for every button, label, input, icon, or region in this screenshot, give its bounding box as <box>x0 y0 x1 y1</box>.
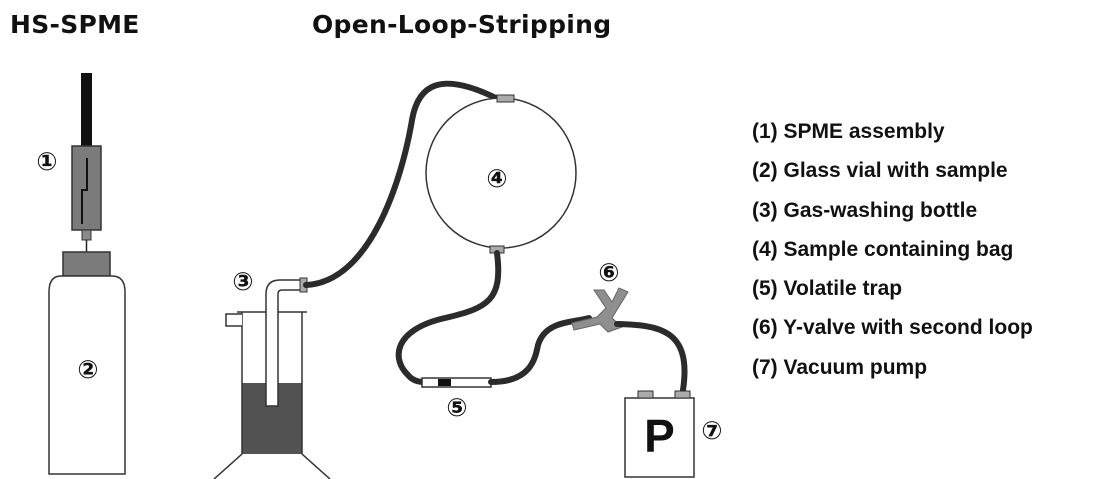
pump-port-right <box>674 390 691 399</box>
open-loop-stripping-title: Open-Loop-Stripping <box>312 10 612 39</box>
legend: (1) SPME assembly (2) Glass vial with sa… <box>752 117 1033 392</box>
trap-sorbent <box>438 379 451 386</box>
pump-port-left <box>637 390 654 399</box>
tube-valve-to-pump <box>614 321 688 393</box>
glass-vial <box>48 251 126 475</box>
trap-tube <box>421 377 492 388</box>
volatile-trap <box>421 377 492 388</box>
marker-6: ⑥ <box>598 258 619 287</box>
vial-body <box>48 275 126 475</box>
pump-letter: P <box>644 410 675 462</box>
bottle-walls <box>213 312 331 479</box>
legend-item-vacuum-pump: (7) Vacuum pump <box>752 355 928 379</box>
bag-top-port <box>496 94 515 103</box>
tube-bag-to-trap <box>395 250 502 385</box>
marker-2: ② <box>77 355 98 384</box>
tube-trap-to-valve <box>488 315 592 385</box>
legend-item-glass-vial: (2) Glass vial with sample <box>752 159 1008 183</box>
gas-washing-bottle <box>213 277 331 479</box>
legend-item-sample-bag: (4) Sample containing bag <box>752 237 1014 261</box>
tube-bottle-to-bag <box>303 80 501 288</box>
legend-item-y-valve: (6) Y-valve with second loop <box>752 316 1033 340</box>
spme-inner-rod <box>81 158 88 224</box>
spme-plunger <box>81 73 92 148</box>
hs-spme-title: HS-SPME <box>10 10 140 39</box>
marker-5: ⑤ <box>446 393 467 422</box>
marker-7: ⑦ <box>701 416 722 445</box>
marker-4: ④ <box>486 164 507 193</box>
vial-cap <box>62 251 111 277</box>
spme-needle-guide <box>81 229 92 241</box>
y-valve <box>571 287 629 333</box>
legend-item-spme-assembly: (1) SPME assembly <box>752 120 945 143</box>
bottle-side-arm <box>225 313 242 327</box>
y-valve-body <box>571 287 629 333</box>
marker-1: ① <box>36 147 57 176</box>
legend-item-volatile-trap: (5) Volatile trap <box>752 277 903 301</box>
vacuum-pump: P <box>624 390 695 478</box>
sample-bag <box>425 94 577 254</box>
marker-3: ③ <box>232 267 253 296</box>
legend-item-gas-washing-bottle: (3) Gas-washing bottle <box>752 198 978 222</box>
pump-box <box>624 397 695 478</box>
